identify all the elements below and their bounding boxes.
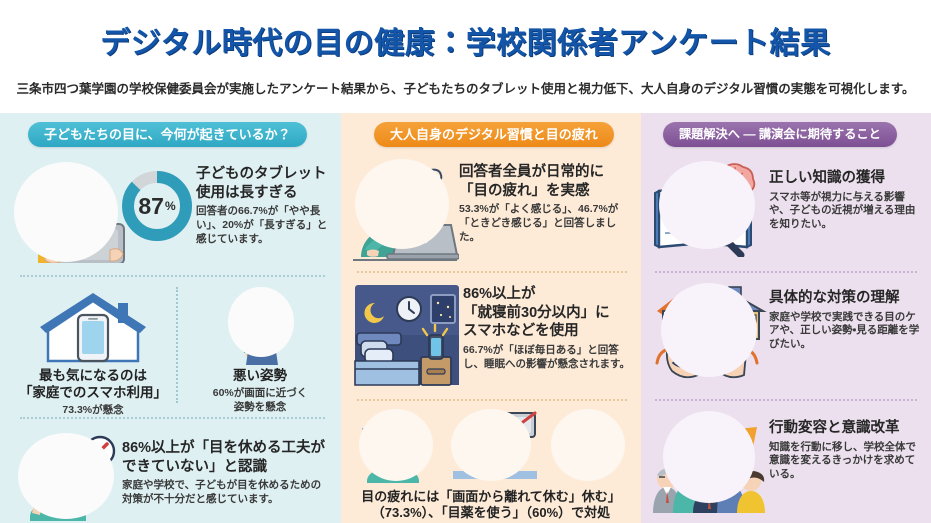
resting-away-from-screen-icon	[451, 409, 539, 483]
divider-vertical-1	[176, 287, 178, 403]
concrete-measures-heading: 具体的な対策の理解	[769, 290, 900, 306]
column-children-eyes: 子どもたちの目に、今何が起きているか？	[0, 113, 341, 523]
divider-1a	[20, 275, 325, 277]
divider-1b	[20, 417, 325, 419]
tablet-time-donut-chart: 87%	[118, 167, 196, 245]
page-title: デジタル時代の目の健康：学校関係者アンケート結果	[100, 27, 831, 60]
slouching-child-icon	[190, 287, 330, 365]
bad-posture-sub-1: 60%が画面に近づく	[212, 386, 308, 399]
concrete-measures-text: 具体的な対策の理解 家庭や学校で実践できる目のケアや、正しい姿勢・見る距離を学び…	[769, 289, 921, 352]
divider-2a	[357, 271, 627, 273]
coping-methods-block: 目の疲れには「画面から離れて休む」休む」 （73.3%）、「目薬を使う」（60%…	[347, 409, 635, 522]
column-expectations: 課題解決へ ― 講演会に期待すること	[641, 113, 931, 523]
house-with-phone-icon	[18, 287, 168, 365]
no-eye-rest-heading: 86%以上が「目を休める工夫が できていない」と認識	[122, 440, 326, 475]
eye-fatigue-heading: 回答者全員が日常的に 「目の疲れ」を実感	[459, 164, 604, 199]
before-bed-heading: 86%以上が 「就寝前30分以内」に スマホなどを使用	[463, 286, 610, 340]
correct-knowledge-text: 正しい知識の獲得 スマホ等が視力に与える影響や、子どもの近視が増える理由を知りた…	[769, 169, 919, 232]
divider-3b	[655, 399, 917, 401]
home-school-hands-eyes-icon	[651, 281, 769, 385]
donut-value-label: 87%	[138, 192, 176, 219]
no-eye-rest-text: 86%以上が「目を休める工夫が できていない」と認識 家庭や学校で、子どもが目を…	[122, 439, 328, 507]
home-smartphone-use-block: 最も気になるのは 「家庭でのスマホ利用」 73.3%が懸念	[18, 287, 168, 417]
tablet-time-body: 回答者の66.7%が「やや長い」、20%が「長すぎる」と感じています。	[196, 205, 328, 245]
coping-caption-1: 目の疲れには「画面から離れて休む」休む」	[361, 489, 621, 504]
column-adult-habits: 大人自身のデジタル習慣と目の疲れ	[341, 113, 641, 523]
home-smartphone-sub: 73.3%が懸念	[62, 403, 124, 416]
book-brain-magnifier-icon	[649, 157, 767, 257]
bad-posture-title: 悪い姿勢	[233, 368, 287, 383]
tablet-time-text: 子どものタブレット 使用は長すぎる 回答者の66.7%が「やや長い」、20%が「…	[196, 165, 336, 247]
coping-caption-2: （73.3%）、「目薬を使う」（60%）で対処	[371, 505, 611, 521]
before-bed-text: 86%以上が 「就寝前30分以内」に スマホなどを使用 66.7%が「ほぼ毎日あ…	[463, 285, 635, 371]
no-eye-rest-body: 家庭や学校で、子どもが目を休めるための対策が不十分だと感じています。	[122, 479, 322, 505]
eye-fatigue-text: 回答者全員が日常的に 「目の疲れ」を実感 53.3%が「よく感じる」、46.7%…	[459, 163, 635, 245]
rubbing-eyes-icon	[359, 409, 433, 483]
people-growth-arrow-icon	[651, 409, 769, 513]
behavior-change-body: 知識を行動に移し、学校全体で意識を変えるきっかけを求めている。	[769, 440, 916, 481]
column-1-badge: 子どもたちの目に、今何が起きているか？	[28, 122, 307, 147]
correct-knowledge-body: スマホ等が視力に与える影響や、子どもの近視が増える理由を知りたい。	[769, 190, 916, 231]
before-bed-body: 66.7%が「ほぼ毎日ある」と回答し、睡眠への影響が懸念されます。	[463, 343, 630, 370]
behavior-change-heading: 行動変容と意識改革	[769, 420, 900, 436]
column-2-badge: 大人自身のデジタル習慣と目の疲れ	[374, 122, 614, 147]
home-smartphone-title-2: 「家庭でのスマホ利用」	[18, 384, 168, 400]
page-header: デジタル時代の目の健康：学校関係者アンケート結果 三条市四つ葉学園の学校保健委員…	[0, 0, 931, 113]
child-rubbing-eyes-icon	[14, 431, 122, 521]
eye-drops-icon	[551, 409, 625, 483]
tired-adult-laptop-icon	[351, 157, 459, 261]
divider-2b	[357, 399, 627, 401]
eye-fatigue-body: 53.3%が「よく感じる」、46.7%が「ときどき感じる」と回答しました。	[459, 203, 619, 243]
correct-knowledge-heading: 正しい知識の獲得	[769, 170, 885, 186]
bedroom-night-phone-icon	[353, 283, 461, 387]
page-subtitle: 三条市四つ葉学園の学校保健委員会が実施したアンケート結果から、子どもたちのタブレ…	[16, 82, 915, 96]
divider-3a	[655, 271, 917, 273]
home-smartphone-title-1: 最も気になるのは	[39, 368, 147, 383]
behavior-change-text: 行動変容と意識改革 知識を行動に移し、学校全体で意識を変えるきっかけを求めている…	[769, 419, 921, 482]
bad-posture-sub-2: 姿勢を懸念	[233, 400, 287, 413]
tablet-time-heading: 子どものタブレット 使用は長すぎる	[196, 166, 327, 201]
bad-posture-block: 悪い姿勢 60%が画面に近づく 姿勢を懸念	[190, 287, 330, 414]
column-3-badge: 課題解決へ ― 講演会に期待すること	[663, 122, 897, 147]
concrete-measures-body: 家庭や学校で実践できる目のケアや、正しい姿勢・見る距離を学びたい。	[769, 310, 920, 351]
child-with-tablet-icon	[8, 158, 126, 263]
